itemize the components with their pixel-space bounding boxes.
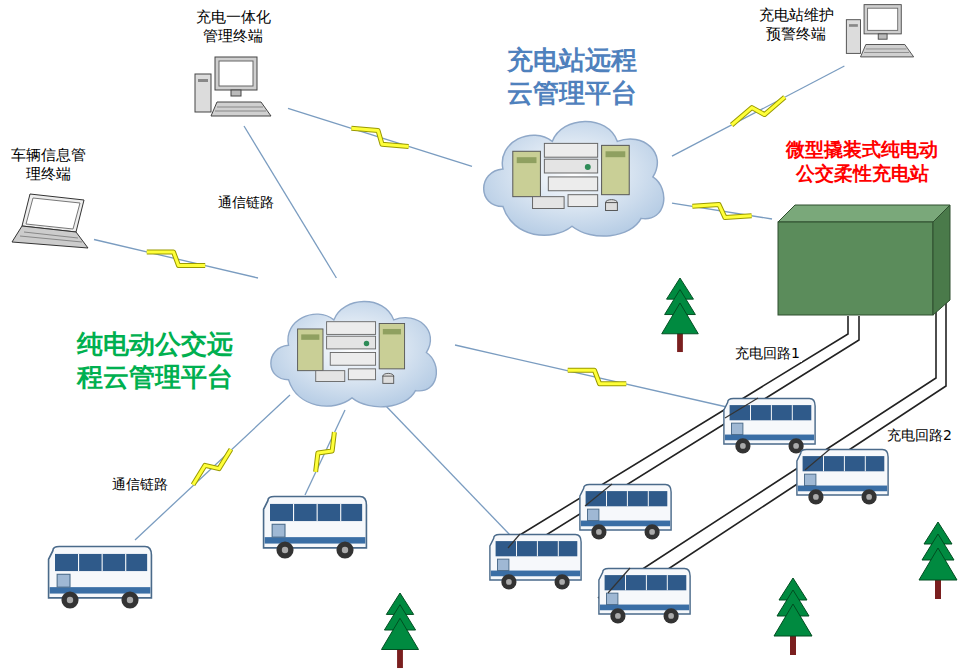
laptop-icon: [10, 192, 90, 254]
text-label: 通信链路: [110, 476, 170, 493]
cloud-icon: [472, 98, 672, 246]
node-label: 纯电动公交远 程云管理平台: [62, 328, 247, 393]
node-label: 车辆信息管 理终端: [2, 146, 94, 184]
pc-icon: [844, 2, 916, 64]
terminal-node: 车辆信息管 理终端: [2, 146, 94, 256]
trolley-poles: [508, 398, 830, 593]
cloud-icon: [252, 280, 452, 416]
connector: [94, 240, 258, 279]
terminal-node: 充电站维护 预警终端: [752, 2, 920, 66]
buses: [49, 398, 889, 623]
trees: [381, 278, 957, 668]
terminal-node: 充电一体化 管理终端: [178, 8, 288, 126]
node-label: 充电站维护 预警终端: [752, 6, 840, 44]
node-label: 充电站远程 云管理平台: [497, 44, 647, 109]
edge-label: 通信链路: [216, 194, 276, 211]
node-label: 微型撬装式纯电动 公交柔性充电站: [772, 138, 952, 186]
pc-icon: [192, 54, 274, 124]
cloud-platform: 纯电动公交远 程云管理平台: [62, 278, 454, 418]
charging-station: 微型撬装式纯电动 公交柔性充电站: [772, 138, 952, 318]
text-label: 充电回路1: [733, 345, 802, 362]
text-label: 充电回路2: [885, 427, 954, 444]
cloud-platform: 充电站远程 云管理平台: [472, 44, 672, 248]
connector: [288, 108, 472, 166]
node-label: 充电一体化 管理终端: [178, 8, 288, 46]
connector: [672, 200, 772, 221]
